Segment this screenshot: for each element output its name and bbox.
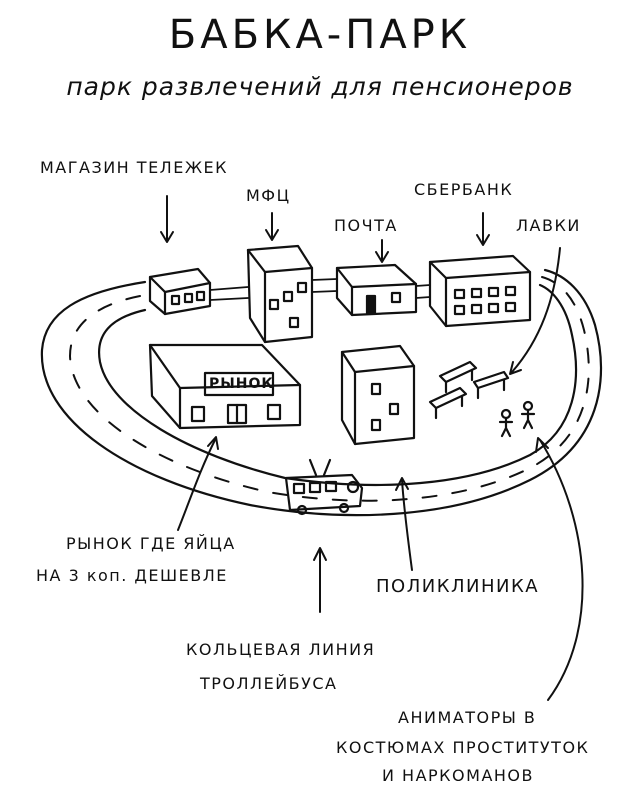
page-subtitle: парк развлечений для пенсионеров [66, 72, 574, 101]
post-office-building [335, 263, 418, 317]
label-clinic: ПОЛИКЛИНИКА [376, 576, 540, 597]
clinic-building [340, 344, 416, 446]
label-trolley-line2: ТРОЛЛЕЙБУСА [200, 674, 338, 693]
cart-shop-building [148, 267, 212, 316]
label-animators-line2: КОСТЮМАХ ПРОСТИТУТОК [336, 738, 590, 757]
ring-road [40, 268, 603, 517]
market-building [148, 343, 302, 430]
road-center-dashes [69, 276, 590, 502]
label-market-line1: РЫНОК ГДЕ ЯЙЦА [66, 534, 236, 553]
label-animators-line1: АНИМАТОРЫ В [398, 708, 537, 727]
animator-figures [498, 400, 536, 438]
label-animators-line3: И НАРКОМАНОВ [382, 766, 534, 785]
road-outer-edge [40, 268, 603, 517]
page-title: БАБКА-ПАРК [168, 12, 472, 58]
trolleybus [284, 458, 364, 516]
label-post: ПОЧТА [334, 216, 398, 235]
walkways [209, 278, 431, 301]
label-sberbank: СБЕРБАНК [414, 180, 514, 199]
label-trolley-line1: КОЛЬЦЕВАЯ ЛИНИЯ [186, 640, 376, 659]
annotation-arrows [160, 195, 584, 701]
label-benches: ЛАВКИ [516, 216, 581, 235]
label-cart-shop: МАГАЗИН ТЕЛЕЖЕК [40, 158, 229, 177]
mfc-building [246, 244, 314, 344]
road-inner-edge [98, 283, 578, 487]
market-sign: РЫНОК [209, 376, 274, 392]
label-market-line2: НА 3 коп. ДЕШЕВЛЕ [36, 566, 228, 585]
sberbank-building [428, 254, 532, 328]
label-mfc: МФЦ [246, 186, 291, 205]
benches [428, 360, 510, 420]
